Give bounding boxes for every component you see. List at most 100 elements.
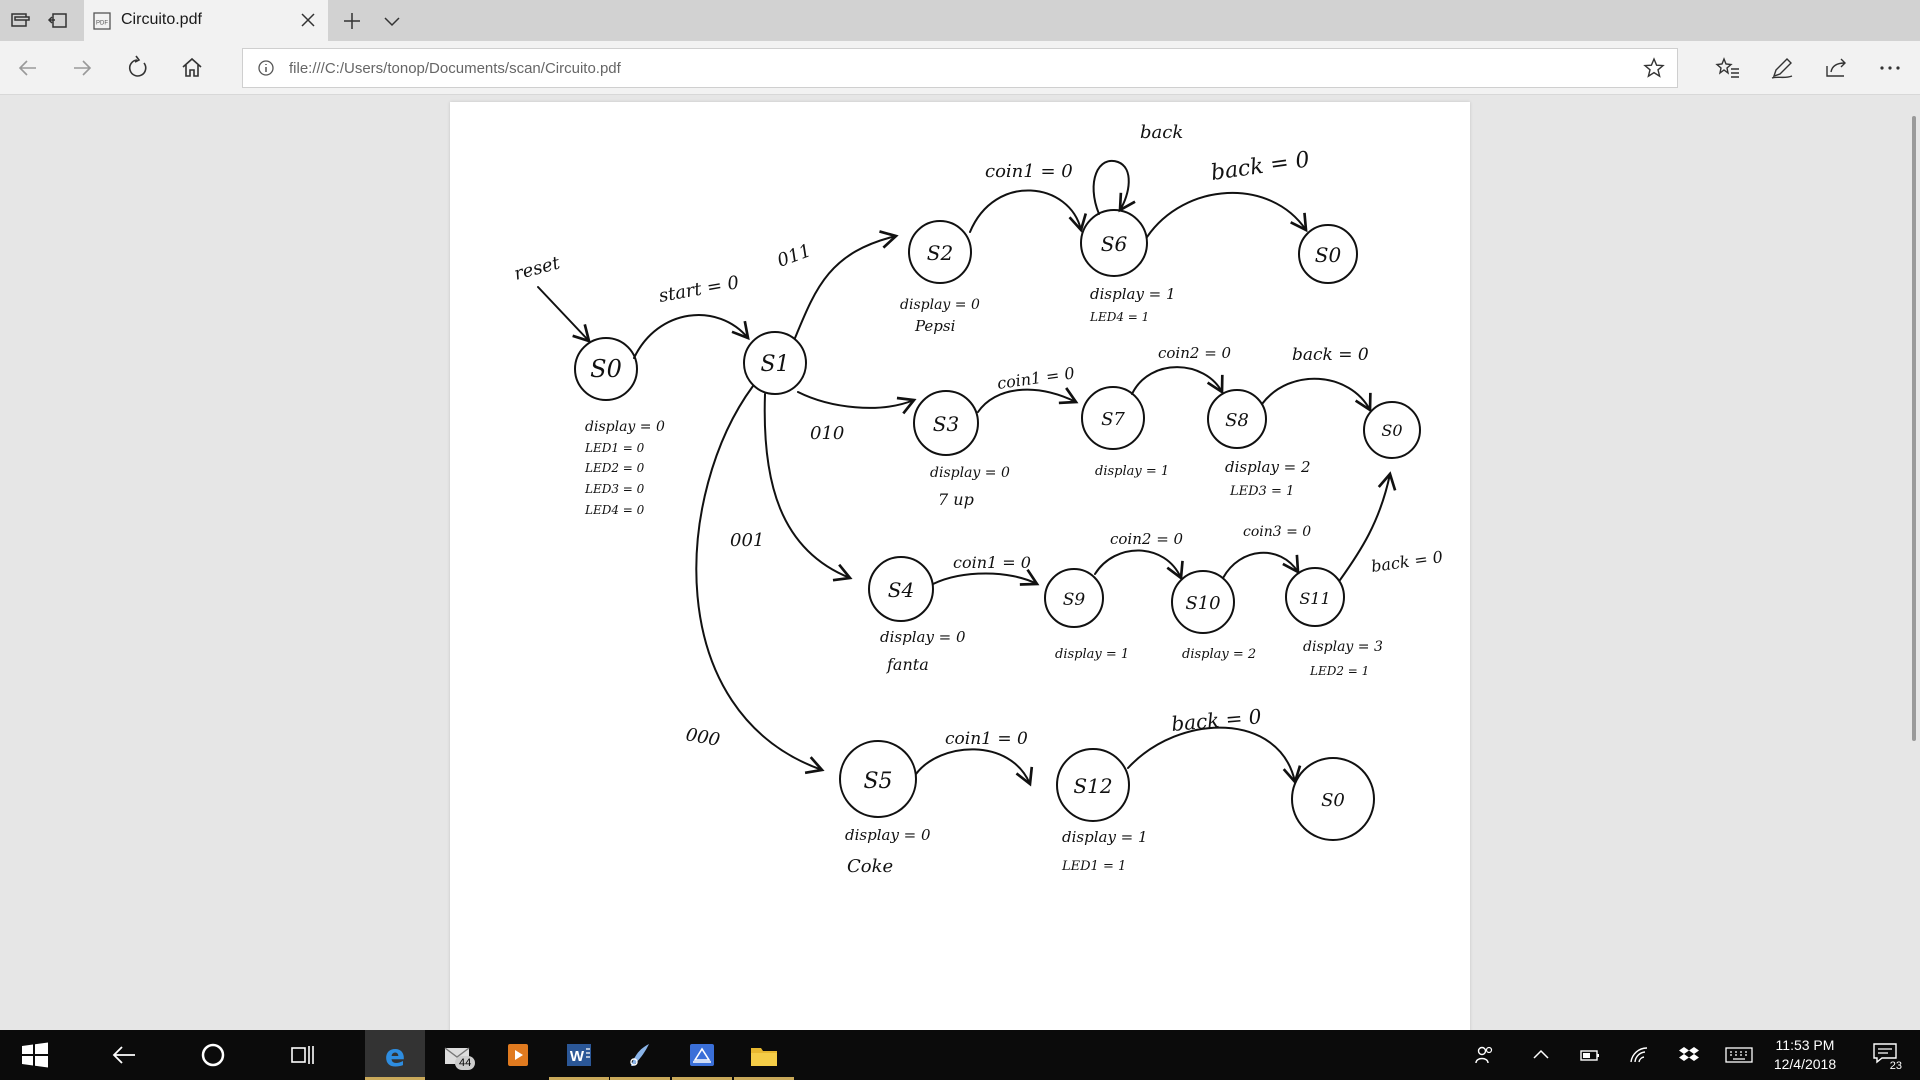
task-view-icon[interactable]: [273, 1030, 333, 1080]
chevron-up-icon[interactable]: [1530, 1044, 1552, 1066]
cortana-icon[interactable]: [183, 1030, 243, 1080]
state-s4-label: S4: [888, 578, 914, 602]
svg-text:display = 2: display = 2: [1225, 458, 1311, 476]
word-taskbar-icon[interactable]: W: [549, 1030, 609, 1080]
state-s7-label: S7: [1101, 409, 1125, 430]
state-s4-circle: [868, 556, 934, 622]
pdf-icon: PDF: [92, 11, 112, 31]
svg-text:Pepsi: Pepsi: [914, 317, 956, 335]
svg-text:W: W: [570, 1048, 585, 1065]
running-indicator: [672, 1077, 732, 1080]
back-arrow-icon[interactable]: [94, 1030, 154, 1080]
state-s12-label: S12: [1073, 774, 1112, 798]
media-player-taskbar-icon[interactable]: [488, 1030, 548, 1080]
state-s2-label: S2: [927, 241, 953, 265]
state-s8-circle: [1207, 389, 1267, 449]
outputs-s5: display = 0 Coke: [845, 826, 931, 877]
arrow-s6-self: [1092, 159, 1136, 215]
vertical-scrollbar[interactable]: [1912, 116, 1916, 741]
outputs-s2: display = 0 Pepsi: [900, 297, 980, 335]
svg-text:LED2 = 1: LED2 = 1: [1309, 664, 1369, 678]
people-icon[interactable]: [1474, 1044, 1496, 1066]
scan-taskbar-icon[interactable]: [672, 1030, 732, 1080]
tab-bar: PDF Circuito.pdf: [0, 0, 1920, 41]
pdf-viewer: S0 S1 S2 S6 S0 S3 S7 S8 S0 S4 S9 S10 S11…: [0, 96, 1920, 1032]
tab-title: Circuito.pdf: [121, 11, 202, 28]
label-010: 010: [810, 423, 844, 444]
forward-icon[interactable]: [68, 54, 96, 82]
tab-preview-icon[interactable]: [46, 9, 70, 33]
tab-circuito[interactable]: PDF Circuito.pdf: [84, 0, 328, 41]
label-s7-s8: coin2 = 0: [1158, 344, 1232, 362]
running-indicator: [734, 1077, 794, 1080]
state-s0-b-label: S0: [1381, 421, 1402, 440]
state-s8-label: S8: [1225, 410, 1249, 431]
state-s1-circle: [743, 331, 807, 395]
favorite-star-icon[interactable]: [1643, 57, 1665, 79]
reset-arrow: [537, 286, 591, 343]
outputs-s3: display = 0 7 up: [930, 465, 1010, 509]
label-011: 011: [775, 240, 814, 271]
edge-taskbar-icon[interactable]: e: [365, 1030, 425, 1080]
svg-text:display = 1: display = 1: [1095, 464, 1169, 479]
action-center-icon[interactable]: 23: [1872, 1042, 1904, 1072]
svg-text:Coke: Coke: [847, 856, 893, 877]
label-s6-self: back: [1140, 122, 1183, 143]
refresh-icon[interactable]: [124, 54, 152, 82]
set-tabs-aside-icon[interactable]: [8, 9, 32, 33]
outputs-s10: display = 2: [1182, 647, 1256, 662]
arrow-001: [763, 393, 853, 582]
outputs-s7: display = 1: [1095, 464, 1169, 479]
dropbox-icon[interactable]: [1678, 1044, 1700, 1066]
arrow-s12-s0: [1127, 726, 1302, 785]
label-s4-s9: coin1 = 0: [953, 553, 1031, 572]
label-s8-s0: back = 0: [1292, 345, 1369, 365]
mail-taskbar-icon[interactable]: 44: [427, 1030, 487, 1080]
state-s6-label: S6: [1101, 232, 1128, 256]
battery-icon[interactable]: [1579, 1044, 1601, 1066]
label-s11-s0: back = 0: [1370, 547, 1444, 576]
state-s1-label: S1: [760, 352, 789, 377]
svg-text:7 up: 7 up: [938, 490, 974, 509]
state-diagram: S0 S1 S2 S6 S0 S3 S7 S8 S0 S4 S9 S10 S11…: [512, 122, 1444, 877]
keyboard-icon[interactable]: [1725, 1044, 1753, 1066]
new-tab-icon[interactable]: [340, 9, 364, 33]
running-indicator: [610, 1077, 670, 1080]
svg-text:display = 0: display = 0: [880, 628, 966, 646]
home-icon[interactable]: [178, 54, 206, 82]
file-explorer-taskbar-icon[interactable]: [734, 1030, 794, 1080]
close-tab-icon[interactable]: [298, 10, 318, 30]
info-icon[interactable]: [257, 59, 275, 77]
svg-text:display = 0: display = 0: [930, 465, 1010, 481]
state-s0-b-circle: [1363, 401, 1421, 459]
svg-text:display = 0: display = 0: [585, 419, 665, 435]
pen-icon[interactable]: [1768, 54, 1796, 82]
svg-text:LED3 = 1: LED3 = 1: [1229, 484, 1294, 499]
svg-text:PDF: PDF: [96, 21, 108, 27]
wifi-icon[interactable]: [1628, 1044, 1650, 1066]
state-s3-label: S3: [933, 412, 959, 436]
clock[interactable]: 11:53 PM 12/4/2018: [1760, 1036, 1850, 1074]
start-button[interactable]: [5, 1030, 65, 1080]
share-icon[interactable]: [1822, 54, 1850, 82]
arrow-s2-s6: [969, 189, 1088, 233]
svg-text:e: e: [385, 1042, 405, 1068]
svg-text:LED4 = 0: LED4 = 0: [584, 503, 645, 517]
address-bar[interactable]: file:///C:/Users/tonop/Documents/scan/Ci…: [242, 48, 1678, 88]
outputs-s12: display = 1 LED1 = 1: [1061, 828, 1148, 874]
snipping-taskbar-icon[interactable]: [610, 1030, 670, 1080]
label-s3-s7: coin1 = 0: [996, 363, 1076, 393]
state-s0-c-circle: [1291, 757, 1375, 841]
chevron-down-icon[interactable]: [380, 9, 404, 33]
label-start: start = 0: [657, 272, 740, 307]
outputs-s0: display = 0 LED1 = 0 LED2 = 0 LED3 = 0 L…: [584, 419, 665, 517]
state-s11-label: S11: [1299, 589, 1330, 608]
favorites-hub-icon[interactable]: [1714, 54, 1742, 82]
navigation-bar: file:///C:/Users/tonop/Documents/scan/Ci…: [0, 41, 1920, 95]
svg-text:fanta: fanta: [886, 655, 929, 674]
more-options-icon[interactable]: [1876, 54, 1904, 82]
active-indicator: [365, 1077, 425, 1080]
outputs-s9: display = 1: [1055, 647, 1129, 662]
back-icon[interactable]: [14, 54, 42, 82]
url-text: file:///C:/Users/tonop/Documents/scan/Ci…: [289, 60, 621, 77]
